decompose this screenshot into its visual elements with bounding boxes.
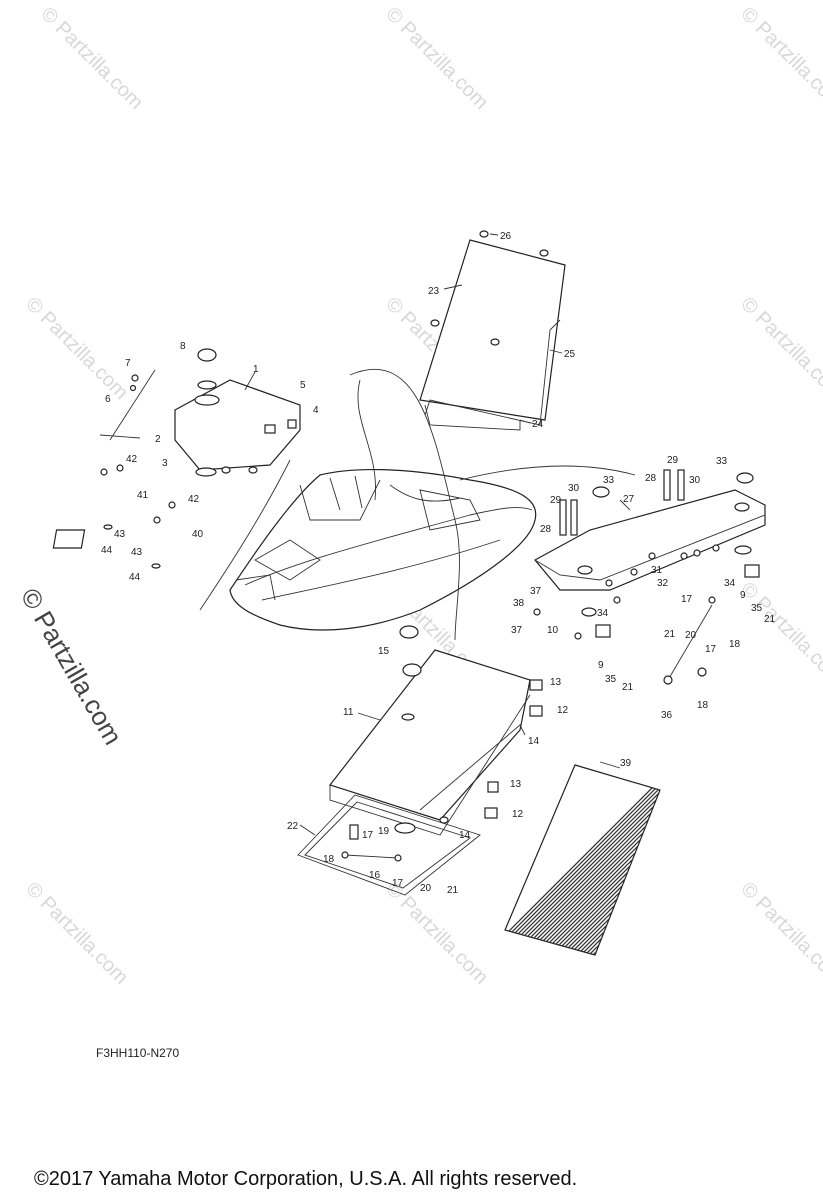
callout-14: 14 [459, 830, 471, 841]
copyright-notice: ©2017 Yamaha Motor Corporation, U.S.A. A… [34, 1168, 577, 1190]
gasket-22 [297, 724, 526, 896]
watermark: © Partzilla.com [21, 293, 132, 404]
callout-17: 17 [392, 878, 404, 889]
callout-43: 43 [114, 529, 126, 540]
callout-30: 30 [568, 483, 580, 494]
callout-34: 34 [724, 578, 736, 589]
callout-36: 36 [661, 710, 673, 721]
lid-stay-rod [99, 369, 156, 441]
watermark: © Partzilla.com [381, 878, 492, 989]
callout-42: 42 [188, 494, 200, 505]
callout-7: 7 [125, 358, 131, 369]
callout-28: 28 [540, 524, 552, 535]
callout-21: 21 [622, 682, 634, 693]
leader-lines [244, 233, 631, 836]
callout-21: 21 [447, 885, 459, 896]
callout-38: 38 [513, 598, 525, 609]
callout-9: 9 [740, 590, 746, 601]
callout-11: 11 [343, 707, 354, 718]
callout-3: 3 [162, 458, 168, 469]
storage-lid-11 [328, 625, 543, 836]
callout-25: 25 [564, 349, 576, 360]
cable-lines [199, 368, 636, 641]
seat-hardware [533, 469, 760, 640]
callout-5: 5 [300, 380, 306, 391]
callout-22: 22 [287, 821, 299, 832]
callout-12: 12 [557, 705, 569, 716]
callout-15: 15 [378, 646, 390, 657]
callout-20: 20 [685, 630, 697, 641]
callout-40: 40 [192, 529, 204, 540]
callout-21: 21 [664, 629, 676, 640]
boat-hull-drawing [229, 468, 537, 631]
callout-21: 21 [764, 614, 776, 625]
callout-35: 35 [605, 674, 617, 685]
callout-24: 24 [532, 419, 544, 430]
callout-43: 43 [131, 547, 143, 558]
watermark: © Partzilla.com [736, 293, 823, 404]
callout-37: 37 [511, 625, 523, 636]
seat-cushion-27 [534, 472, 766, 591]
callout-44: 44 [129, 572, 141, 583]
callout-14: 14 [528, 736, 540, 747]
callout-13: 13 [510, 779, 522, 790]
callout-30: 30 [689, 475, 701, 486]
callout-6: 6 [105, 394, 111, 405]
floor-mat-39 [504, 764, 661, 956]
callout-2: 2 [155, 434, 161, 445]
drain-cap [197, 348, 217, 390]
callout-28: 28 [645, 473, 657, 484]
callout-17: 17 [705, 644, 717, 655]
callout-42: 42 [126, 454, 138, 465]
callout-18: 18 [729, 639, 741, 650]
callout-17: 17 [681, 594, 693, 605]
callout-18: 18 [323, 854, 335, 865]
callout-16: 16 [369, 870, 381, 881]
bracket-assembly [52, 464, 176, 569]
callout-labels: 1 2 3 4 5 6 7 8 9 9 10 11 12 12 13 13 14… [101, 231, 776, 896]
gas-strut-36 [663, 596, 716, 685]
callout-9: 9 [598, 660, 604, 671]
callout-31: 31 [651, 565, 663, 576]
watermark: © Partzilla.com [381, 3, 492, 114]
watermark: © Partzilla.com [736, 578, 823, 689]
callout-4: 4 [313, 405, 319, 416]
callout-18: 18 [697, 700, 709, 711]
callout-29: 29 [550, 495, 562, 506]
callout-12: 12 [512, 809, 524, 820]
callout-26: 26 [500, 231, 512, 242]
callout-44: 44 [101, 545, 113, 556]
callout-27: 27 [623, 494, 635, 505]
callout-39: 39 [620, 758, 632, 769]
callout-34: 34 [597, 608, 609, 619]
gas-strut-16 [341, 781, 499, 862]
hatch-cover-23 [419, 230, 566, 431]
watermark: © Partzilla.com [736, 878, 823, 989]
callout-17: 17 [362, 830, 374, 841]
callout-32: 32 [657, 578, 669, 589]
callout-20: 20 [420, 883, 432, 894]
watermark: © Partzilla.com [736, 3, 823, 114]
callout-29: 29 [667, 455, 679, 466]
watermark: © Partzilla.com [36, 3, 147, 114]
callout-1: 1 [253, 364, 259, 375]
callout-19: 19 [378, 826, 390, 837]
callout-8: 8 [180, 341, 186, 352]
storage-lid-1 [174, 379, 301, 477]
callout-13: 13 [550, 677, 562, 688]
callout-41: 41 [137, 490, 149, 501]
callout-33: 33 [603, 475, 615, 486]
diagram-code: F3HH110-N270 [96, 1046, 179, 1060]
callout-23: 23 [428, 286, 440, 297]
watermark: © Partzilla.com [21, 878, 132, 989]
callout-33: 33 [716, 456, 728, 467]
callout-37: 37 [530, 586, 542, 597]
callout-10: 10 [547, 625, 559, 636]
watermark-prominent: © Partzilla.com [15, 583, 129, 750]
callout-35: 35 [751, 603, 763, 614]
